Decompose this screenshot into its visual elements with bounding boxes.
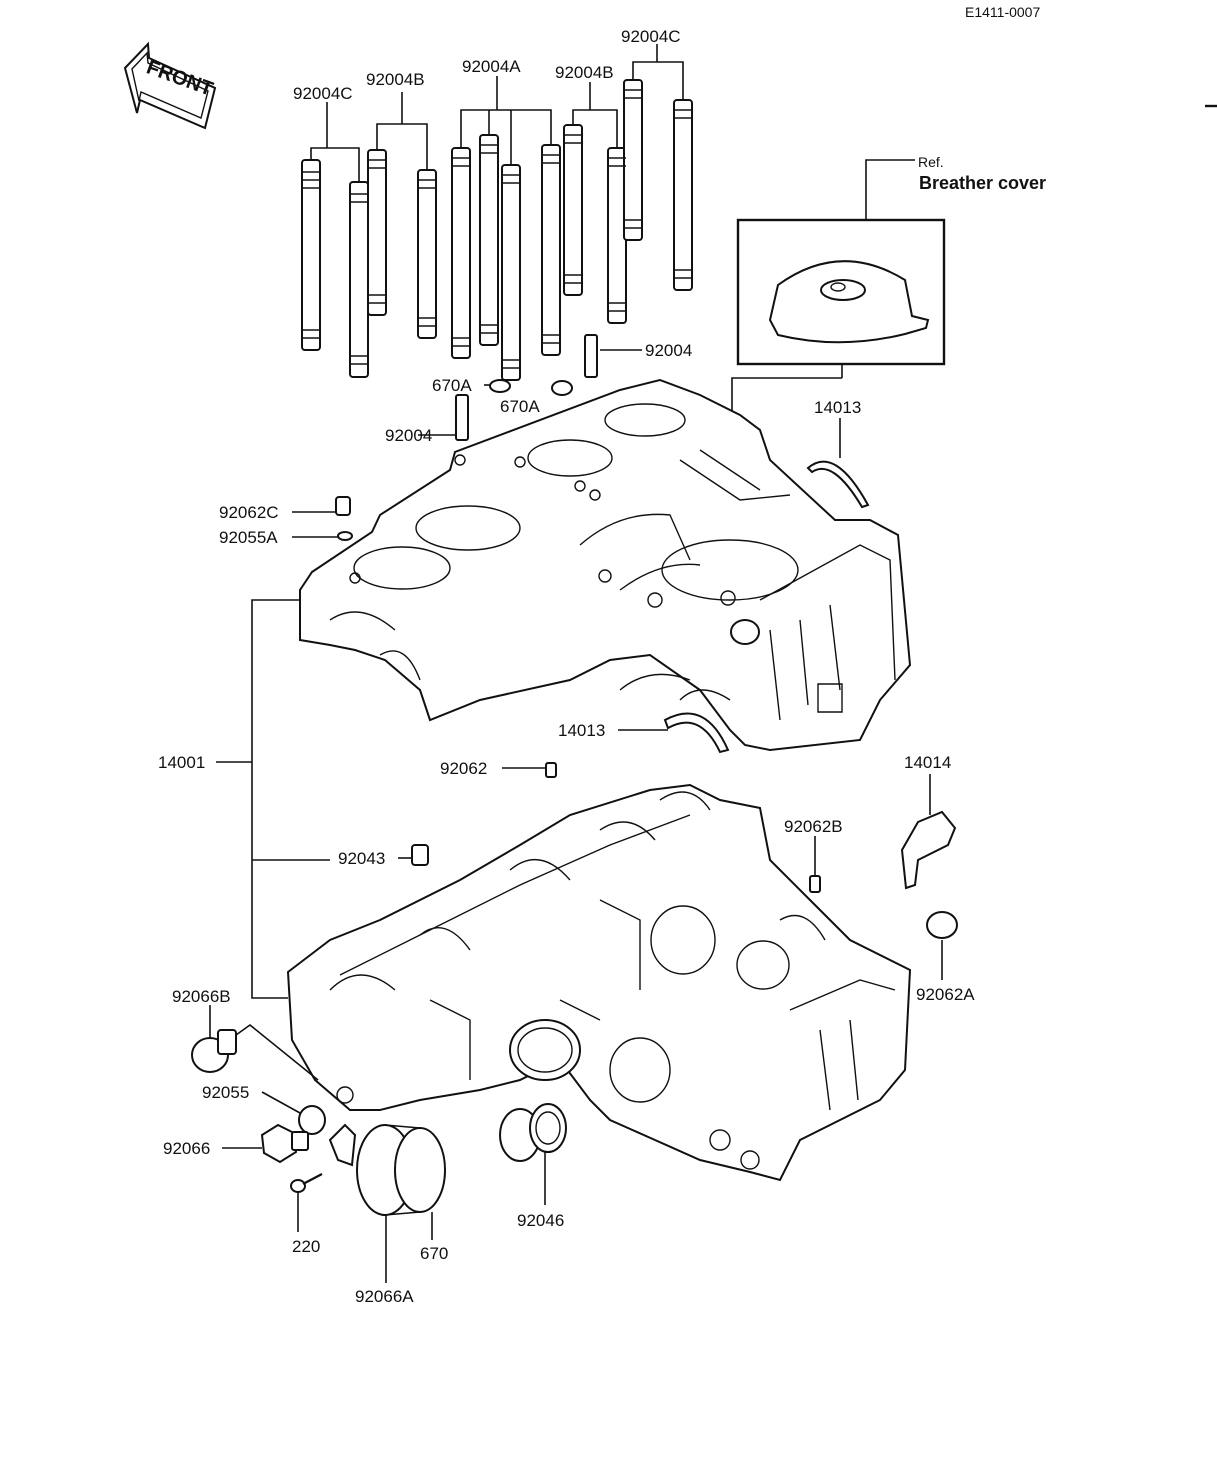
pin-92062 [545, 762, 557, 778]
label-670a-left: 670A [432, 376, 472, 395]
lower-crankcase [286, 783, 912, 1182]
washer-92055 [298, 1105, 326, 1135]
label-92004c-left: 92004C [293, 84, 353, 103]
bearing-14013-lower [663, 712, 730, 754]
label-92055a: 92055A [219, 528, 278, 547]
label-92004a: 92004A [462, 57, 521, 76]
cap-670 [356, 1124, 446, 1216]
label-92066b: 92066B [172, 987, 231, 1006]
screw-220 [290, 1172, 323, 1193]
bracket-14014 [900, 810, 957, 890]
leader-lines [209, 44, 943, 1283]
label-92062a: 92062A [916, 985, 975, 1004]
plate-92066a [328, 1123, 357, 1167]
label-220: 220 [292, 1237, 320, 1256]
label-92004-upper: 92004 [645, 341, 692, 360]
label-92004c-right: 92004C [621, 27, 681, 46]
pin-92062b [809, 875, 821, 893]
front-arrow-icon: FRONT [123, 41, 217, 130]
label-92066a: 92066A [355, 1287, 414, 1306]
label-92055: 92055 [202, 1083, 249, 1102]
label-14001: 14001 [158, 753, 205, 772]
washer-92055a [337, 531, 353, 541]
plug-92062a [926, 911, 958, 939]
label-92062: 92062 [440, 759, 487, 778]
plug-92066b [191, 1029, 237, 1073]
label-14014: 14014 [904, 753, 951, 772]
ref-prefix: Ref. [918, 154, 944, 170]
o-ring-670a-right [551, 380, 573, 396]
drain-bolt-92066 [260, 1123, 309, 1164]
label-92004-lower: 92004 [385, 426, 432, 445]
dowel-92062c [335, 496, 351, 516]
bearing-92046 [499, 1103, 567, 1162]
label-92062c: 92062C [219, 503, 279, 522]
ref-title: Breather cover [919, 173, 1046, 193]
label-14013-upper: 14013 [814, 398, 861, 417]
label-670: 670 [420, 1244, 448, 1263]
label-670a-right: 670A [500, 397, 540, 416]
label-92004b-left: 92004B [366, 70, 425, 89]
label-92066: 92066 [163, 1139, 210, 1158]
label-14013-lower: 14013 [558, 721, 605, 740]
o-ring-670a-left [489, 379, 511, 393]
dowel-92043 [411, 844, 429, 866]
label-92004b-right: 92004B [555, 63, 614, 82]
upper-crankcase [299, 378, 912, 752]
label-92046: 92046 [517, 1211, 564, 1230]
label-92043: 92043 [338, 849, 385, 868]
label-92062b: 92062B [784, 817, 843, 836]
bearing-14013-upper [806, 460, 870, 509]
document-id: E1411-0007 [965, 4, 1040, 20]
callout-labels: 92004C 92004B 92004A 92004B 92004C 92004… [158, 27, 1046, 1306]
